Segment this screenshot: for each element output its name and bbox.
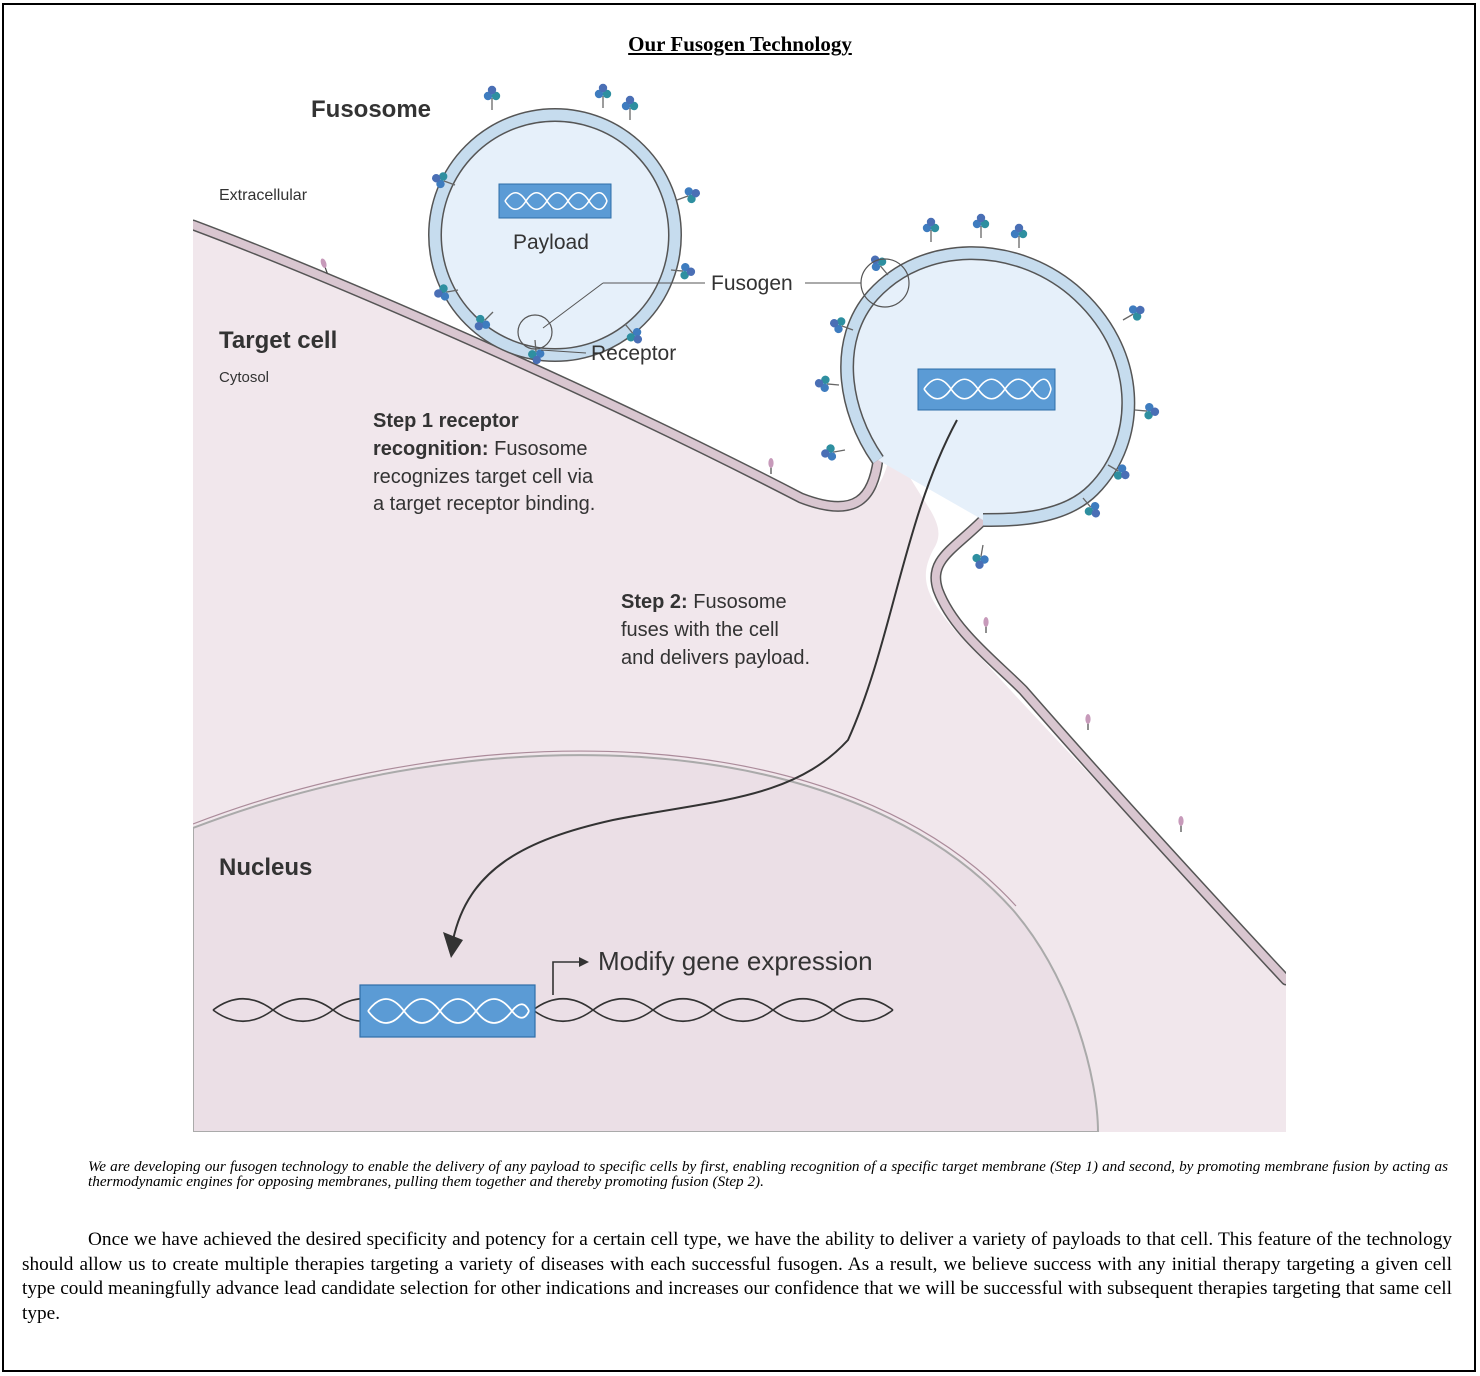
page-border <box>2 3 1476 1372</box>
step1-line4: a target receptor binding. <box>373 493 595 515</box>
page-title: Our Fusogen Technology <box>628 32 852 56</box>
label-cytosol: Cytosol <box>219 369 269 386</box>
label-target-cell: Target cell <box>219 327 337 354</box>
nucleus-region <box>193 754 1100 1132</box>
step2-line1: Step 2: Fusosome <box>621 591 787 613</box>
fusogen-protein-icon <box>483 85 501 111</box>
step1-line3: recognizes target cell via <box>373 466 594 488</box>
label-payload: Payload <box>513 231 589 254</box>
payload-box-2 <box>917 368 1056 411</box>
dna-icon <box>504 191 608 211</box>
label-fusosome: Fusosome <box>311 96 431 123</box>
arrow-icon <box>452 419 958 941</box>
figure-caption: We are developing our fusogen technology… <box>88 1158 1448 1190</box>
step1-text: Step 1 receptor recognition: Fusosome re… <box>373 410 595 515</box>
step1-bold-2: recognition: <box>373 438 489 460</box>
step2-text: Step 2: Fusosome fuses with the cell and… <box>621 591 810 669</box>
label-nucleus: Nucleus <box>219 854 312 881</box>
inserted-payload-box <box>359 984 536 1038</box>
step1-line2: recognition: Fusosome <box>373 438 587 460</box>
step2-rest-1: Fusosome <box>688 591 787 613</box>
step2-line2: fuses with the cell <box>621 619 779 641</box>
label-modify-gene-expression: Modify gene expression <box>598 946 873 976</box>
label-extracellular: Extracellular <box>219 187 308 204</box>
step2-bold: Step 2: <box>621 591 688 613</box>
fusogen-diagram: Fusosome Extracellular Payload Fusogen T… <box>193 83 1286 1132</box>
step1-rest-2: Fusosome <box>489 438 588 460</box>
payload-box <box>498 183 612 219</box>
label-fusogen: Fusogen <box>711 272 793 295</box>
body-paragraph: Once we have achieved the desired specif… <box>22 1229 1452 1324</box>
step1-line1: Step 1 receptor <box>373 410 519 432</box>
step2-line3: and delivers payload. <box>621 647 810 669</box>
fusogen-figure: Fusosome Extracellular Payload Fusogen T… <box>193 80 1286 1132</box>
label-receptor: Receptor <box>591 342 676 365</box>
